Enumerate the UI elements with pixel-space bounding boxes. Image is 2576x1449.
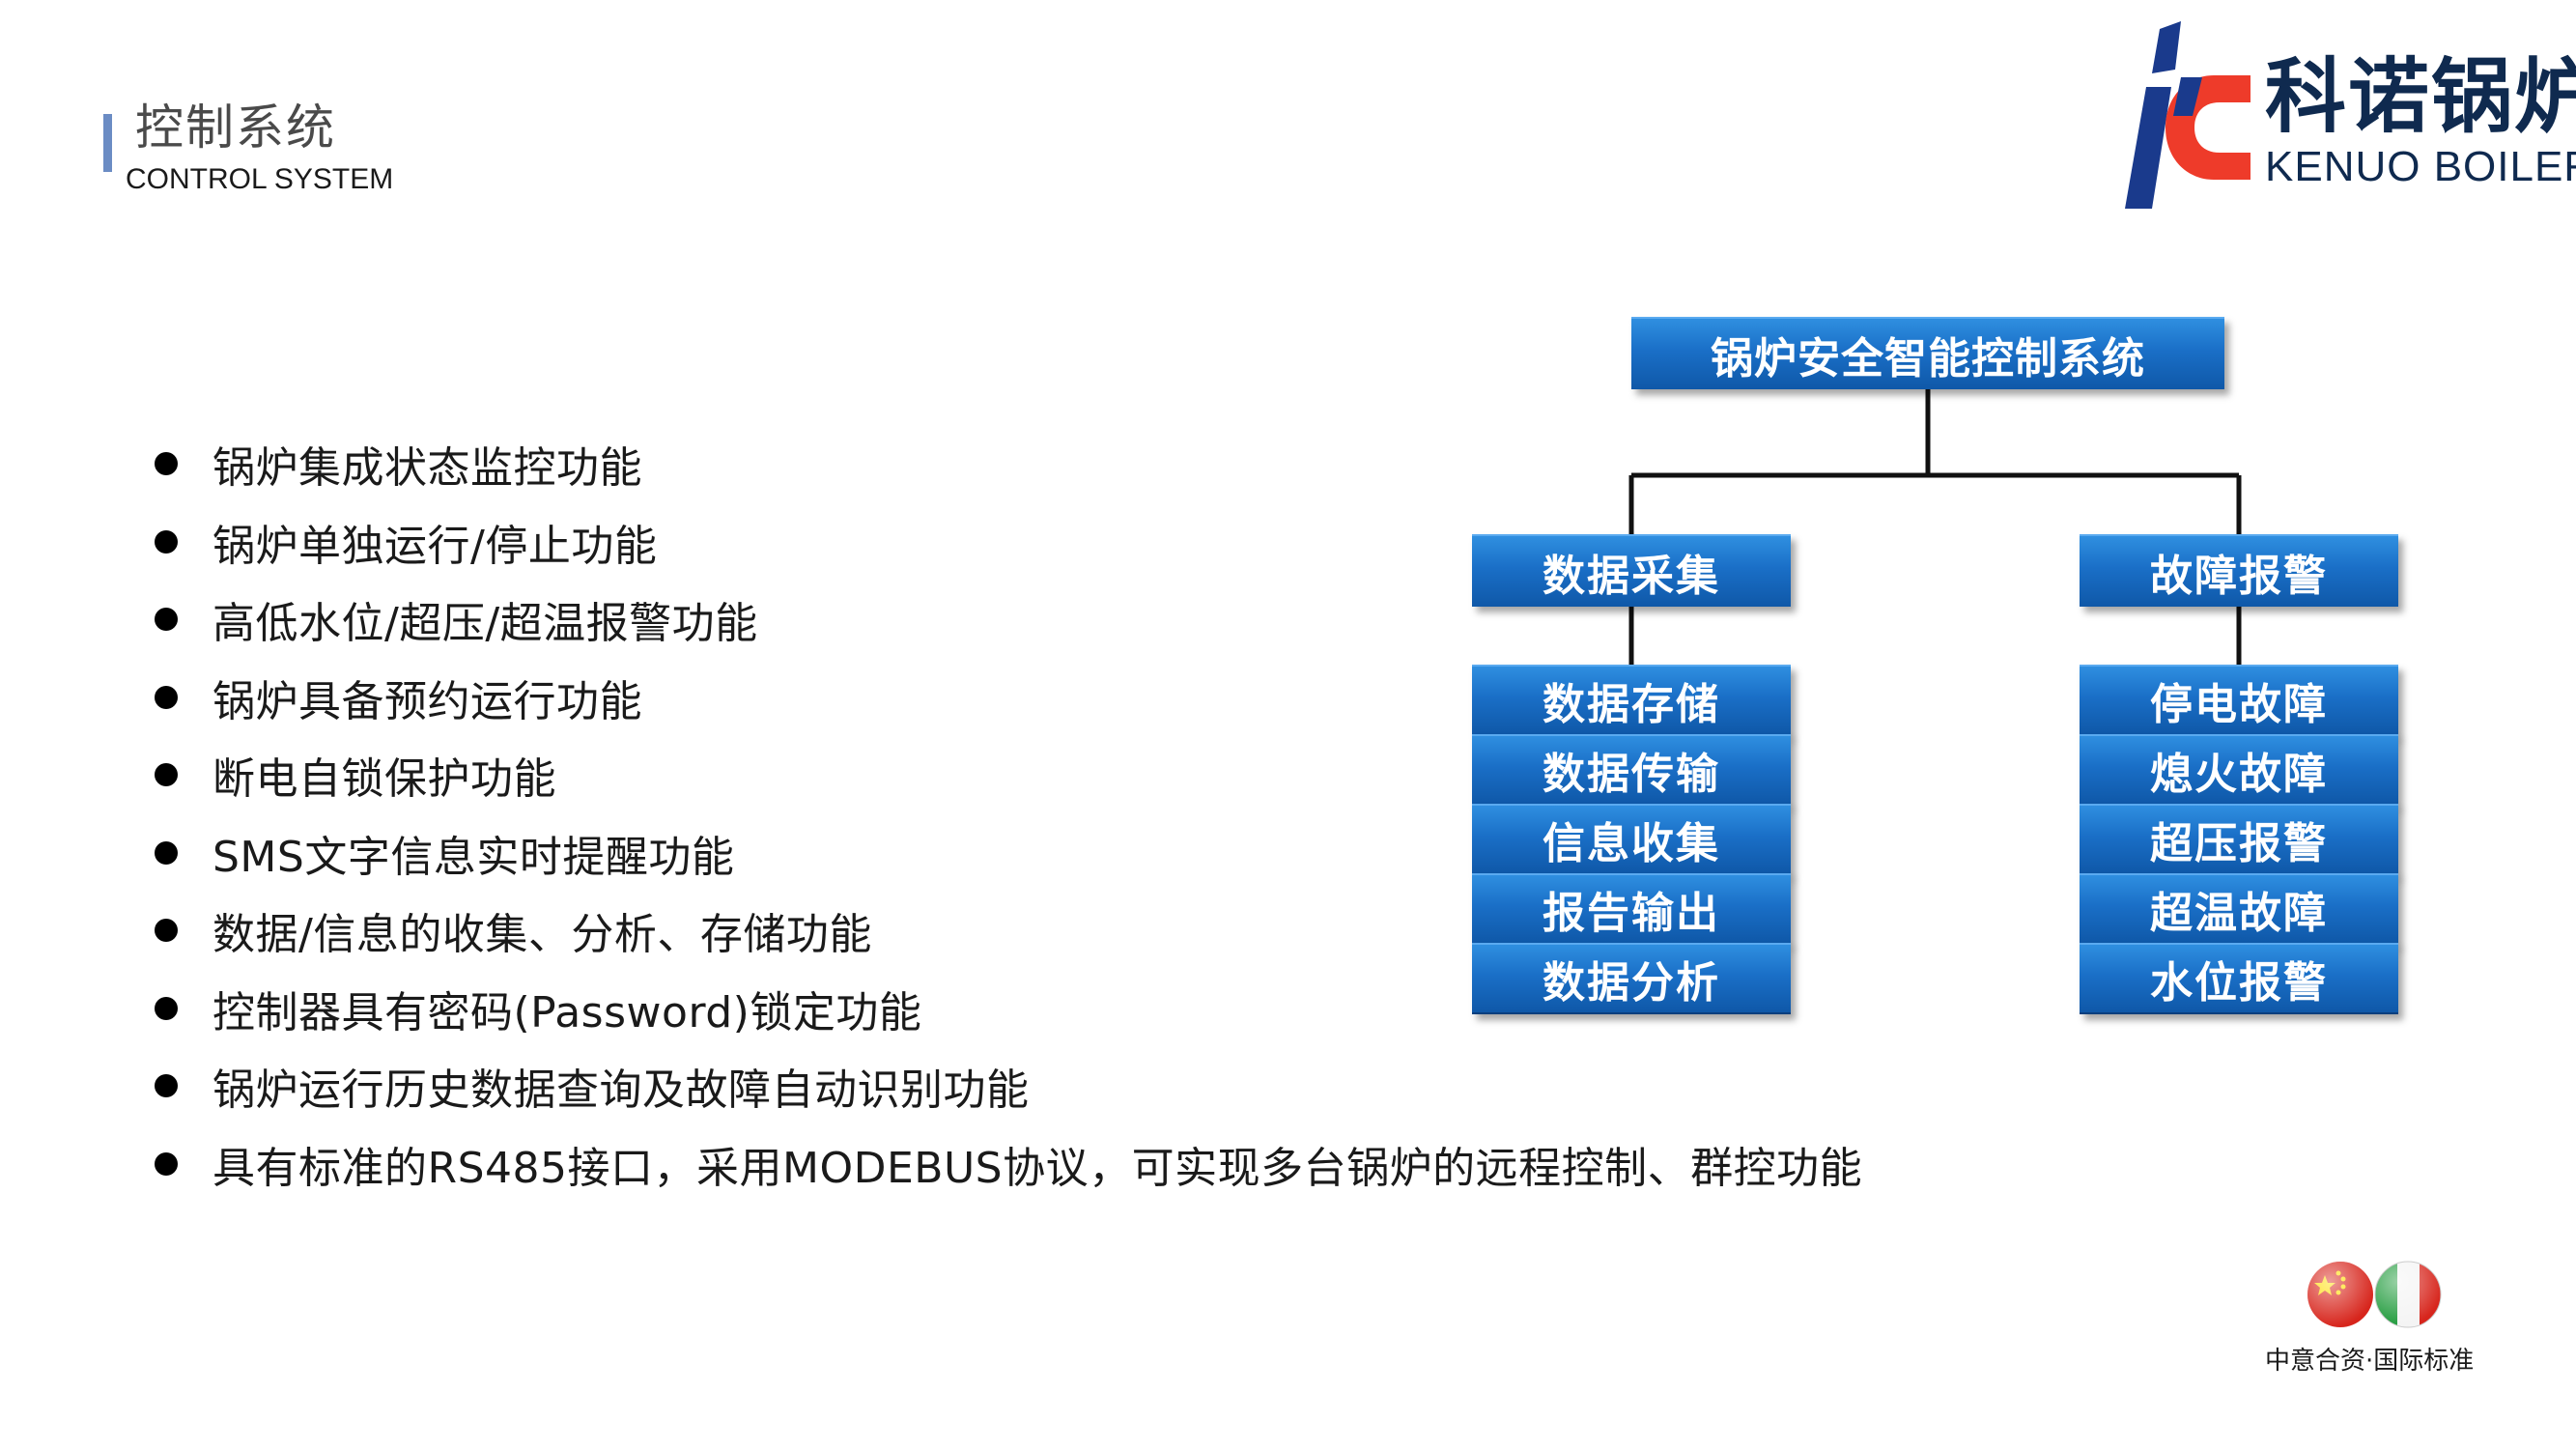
bullet-icon (155, 996, 178, 1020)
org-item: 数据传输 (1472, 734, 1791, 806)
org-item: 超压报警 (2080, 804, 2398, 875)
org-branch-fault-alarm: 故障报警 (2080, 534, 2398, 607)
list-item: 控制器具有密码(Password)锁定功能 (155, 970, 1862, 1048)
feature-text: 锅炉单独运行/停止功能 (212, 521, 658, 571)
org-root-box: 锅炉安全智能控制系统 (1631, 317, 2224, 389)
feature-text: 断电自锁保护功能 (212, 754, 556, 805)
list-item: 高低水位/超压/超温报警功能 (155, 581, 1862, 659)
bullet-icon (155, 763, 178, 787)
feature-text: 控制器具有密码(Password)锁定功能 (212, 987, 922, 1037)
logo-name-en: KENUO BOILER (2265, 143, 2576, 190)
title-accent-bar (103, 114, 112, 172)
bullet-icon (155, 452, 178, 476)
bullet-icon (155, 529, 178, 554)
org-item: 报告输出 (1472, 873, 1791, 945)
logo-name-cn: 科诺锅炉 (2265, 49, 2576, 144)
bullet-icon (155, 919, 178, 943)
list-item: 具有标准的RS485接口，采用MODEBUS协议，可实现多台锅炉的远程控制、群控… (155, 1125, 1862, 1204)
feature-list: 锅炉集成状态监控功能 锅炉单独运行/停止功能 高低水位/超压/超温报警功能 锅炉… (155, 425, 1862, 1203)
list-item: 断电自锁保护功能 (155, 736, 1862, 814)
list-item: 锅炉运行历史数据查询及故障自动识别功能 (155, 1047, 1862, 1125)
bullet-icon (155, 840, 178, 865)
bullet-icon (155, 685, 178, 709)
page-subtitle: CONTROL SYSTEM (126, 163, 394, 195)
list-item: 数据/信息的收集、分析、存储功能 (155, 892, 1862, 970)
list-item: 锅炉单独运行/停止功能 (155, 503, 1862, 582)
org-item: 熄火故障 (2080, 734, 2398, 806)
org-branch-data-collection: 数据采集 (1472, 534, 1791, 607)
org-item: 超温故障 (2080, 873, 2398, 945)
feature-text: 高低水位/超压/超温报警功能 (212, 599, 758, 649)
feature-text: 锅炉运行历史数据查询及故障自动识别功能 (212, 1065, 1030, 1116)
kenuo-logo-icon (2125, 21, 2250, 209)
org-item: 水位报警 (2080, 943, 2398, 1014)
italy-flag-icon (2374, 1261, 2442, 1328)
bullet-icon (155, 1074, 178, 1098)
org-item: 停电故障 (2080, 665, 2398, 736)
feature-text: 具有标准的RS485接口，采用MODEBUS协议，可实现多台锅炉的远程控制、群控… (212, 1143, 1863, 1193)
feature-text: SMS文字信息实时提醒功能 (212, 832, 735, 882)
bullet-icon (155, 1151, 178, 1176)
org-item: 信息收集 (1472, 804, 1791, 875)
list-item: SMS文字信息实时提醒功能 (155, 814, 1862, 893)
bullet-icon (155, 608, 178, 632)
china-flag-icon (2307, 1262, 2373, 1327)
feature-text: 锅炉集成状态监控功能 (212, 443, 642, 494)
org-item: 数据分析 (1472, 943, 1791, 1014)
page-title: 控制系统 (135, 99, 336, 156)
feature-text: 锅炉具备预约运行功能 (212, 676, 642, 726)
footer-badge-text: 中意合资·国际标准 (2265, 1347, 2475, 1376)
org-item: 数据存储 (1472, 665, 1791, 736)
feature-text: 数据/信息的收集、分析、存储功能 (212, 910, 872, 960)
flags-badge (2307, 1261, 2442, 1328)
list-item: 锅炉具备预约运行功能 (155, 659, 1862, 737)
list-item: 锅炉集成状态监控功能 (155, 425, 1862, 503)
